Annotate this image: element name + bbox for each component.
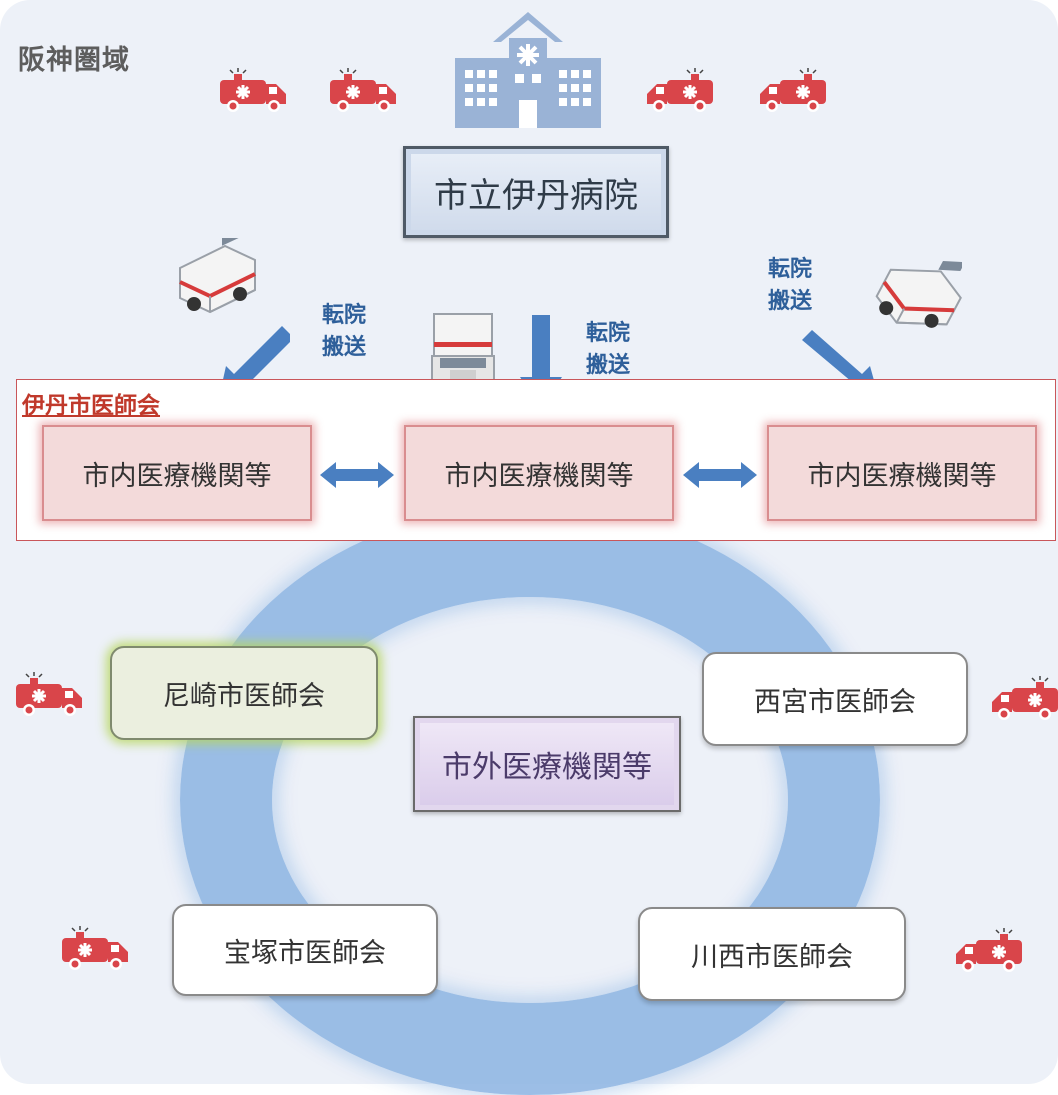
ambulance-icon [645, 66, 717, 114]
city-institution-box: 市内医療機関等 [42, 425, 312, 521]
transport-vehicle-icon [178, 238, 257, 314]
transfer-label: 転院 搬送 [316, 300, 372, 364]
transfer-label-line: 搬送 [585, 353, 630, 378]
ambulance-icon [60, 924, 130, 972]
transfer-label-line: 搬送 [767, 289, 812, 314]
transfer-label-line: 転院 [585, 321, 630, 346]
itami-association-title: 伊丹市医師会 [22, 393, 160, 419]
hospital-icon [455, 12, 601, 128]
ambulance-icon [758, 66, 830, 114]
hospital-name-box: 市立伊丹病院 [403, 146, 669, 238]
transfer-label-line: 転院 [321, 303, 366, 328]
transfer-label: 転院 搬送 [580, 318, 636, 382]
transfer-label-line: 搬送 [321, 335, 366, 360]
city-institution-box: 市内医療機関等 [404, 425, 674, 521]
ambulance-icon [328, 66, 398, 114]
takarazuka-association-box: 宝塚市医師会 [172, 904, 438, 996]
region-label: 阪神圏域 [18, 45, 130, 76]
double-arrow-icon [320, 462, 394, 488]
outside-institutions-box: 市外医療機関等 [413, 716, 681, 812]
double-arrow-icon [683, 462, 757, 488]
ambulance-icon [990, 674, 1058, 722]
ambulance-icon [14, 670, 84, 718]
ambulance-icon [218, 66, 288, 114]
kawanishi-association-box: 川西市医師会 [638, 907, 906, 1001]
transfer-label-line: 転院 [767, 257, 812, 282]
ambulance-icon [954, 926, 1026, 974]
transfer-label: 転院 搬送 [762, 254, 818, 318]
amagasaki-association-box: 尼崎市医師会 [110, 646, 378, 740]
nishinomiya-association-box: 西宮市医師会 [702, 652, 968, 746]
transport-vehicle-icon [431, 313, 495, 388]
city-institution-box: 市内医療機関等 [767, 425, 1037, 521]
